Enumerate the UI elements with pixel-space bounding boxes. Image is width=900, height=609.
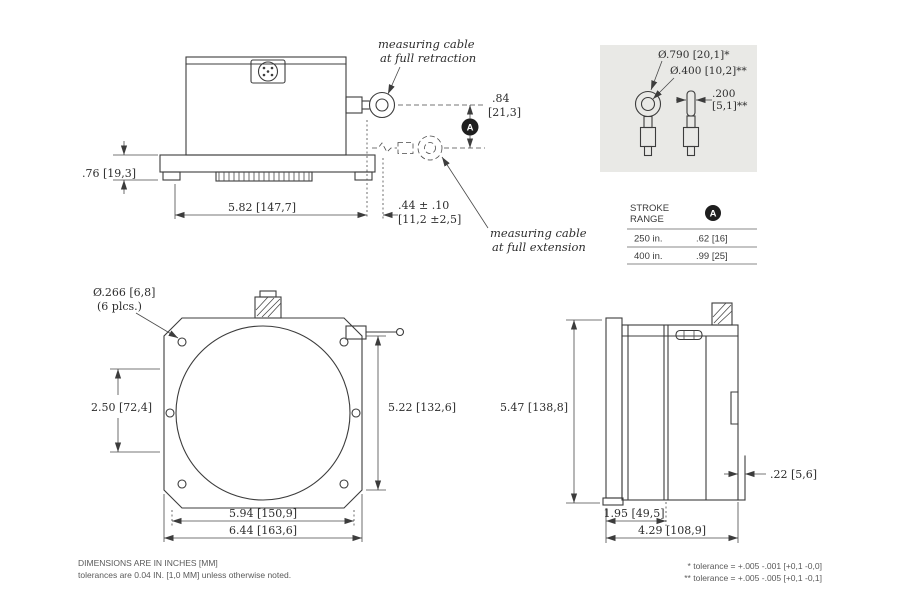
dim-eye-outer-label: Ø.790 [20,1]* <box>658 49 730 61</box>
right-side-view: 5.47 [138,8] .22 [5,6] 1.95 [49,5] 4.29 … <box>500 302 817 543</box>
table-header-stroke: STROKE <box>630 203 669 214</box>
dimension-cable-free-length: .44 ± .10 [11,2 ±2,5] <box>382 158 461 226</box>
footer-notes: DIMENSIONS ARE IN INCHES [MM] tolerances… <box>78 558 822 583</box>
dim-eye-width-mm: [5,1]** <box>712 100 748 112</box>
dim-cable-height-mm: [21,3] <box>488 106 521 119</box>
table-row-range: 250 in. <box>634 234 663 245</box>
electrical-connector-side <box>711 302 733 326</box>
front-view: Ø.266 [6,8] (6 plcs.) 2.50 [72,4] 5.22 [… <box>91 286 456 542</box>
dim-overall-height-label: 5.47 [138,8] <box>500 401 568 414</box>
stroke-range-table: STROKE RANGE A 250 in. .62 [16] 400 in. … <box>627 203 757 265</box>
cable-extended-phantom <box>372 135 443 161</box>
dim-holes-label: Ø.266 [6,8] <box>93 286 155 299</box>
dim-hole-spacing-h-label: 5.94 [150,9] <box>229 507 297 520</box>
annotation-extension: measuring cable at full extension <box>441 156 587 254</box>
table-row-range: 400 in. <box>634 251 663 262</box>
dimension-lip: .22 [5,6] <box>724 468 817 481</box>
star-tolerance-note: * tolerance = +.005 -.001 [+0,1 -0,0] <box>688 561 822 571</box>
dimension-overall-height: 5.47 [138,8] <box>500 319 602 504</box>
eye-end-front <box>634 90 662 157</box>
dim-cable-free-length-label: .44 ± .10 <box>398 199 449 212</box>
table-header-range: RANGE <box>630 214 664 225</box>
dimension-plate-depth: 1.95 [49,5] <box>603 502 667 543</box>
right-edge-notch <box>730 391 739 425</box>
eye-end-side <box>682 90 700 157</box>
mounting-flange <box>159 154 376 182</box>
dimension-hole-spacing-vertical: 2.50 [72,4] <box>91 368 160 453</box>
mounting-holes <box>165 337 361 489</box>
clip-detail <box>675 329 703 341</box>
transducer-body-outline <box>185 56 347 156</box>
dim-eye-width-label: .200 <box>712 88 735 100</box>
electrical-connector-top <box>254 290 282 319</box>
dimension-mounting-holes: Ø.266 [6,8] (6 plcs.) <box>93 286 179 339</box>
dimension-body-width: 5.82 [147,7] <box>174 120 368 219</box>
dim-holes-qty: (6 plcs.) <box>97 300 142 313</box>
dimension-plate-height: 5.22 [132,6] <box>366 335 456 491</box>
cable-end-detail-view: Ø.790 [20,1]* Ø.400 [10,2]** .200 [5,1]*… <box>600 45 757 172</box>
dimension-cable-height: .84 [21,3] A <box>398 92 521 149</box>
drum-cover-circle <box>175 325 351 501</box>
detail-panel-background <box>600 45 757 172</box>
cable-exit-and-eye-retracted <box>345 91 396 119</box>
annotation-extension-line2: at full extension <box>492 240 586 254</box>
annotation-retraction-line1: measuring cable <box>378 37 475 51</box>
dim-overall-width-label: 6.44 [163,6] <box>229 524 297 537</box>
electrical-connector <box>250 59 286 84</box>
datum-a-badge <box>705 205 721 221</box>
dim-plate-depth-label: 1.95 [49,5] <box>603 507 664 520</box>
datum-a-badge-label: A <box>467 123 474 134</box>
dim-eye-inner-label: Ø.400 [10,2]** <box>670 65 748 77</box>
housing-outline <box>621 324 739 501</box>
side-elevation-view: .76 [19,3] 5.82 [147,7] .44 ± .10 [11,2 … <box>82 37 587 254</box>
units-note: DIMENSIONS ARE IN INCHES [MM] <box>78 558 218 568</box>
dimension-flange-height: .76 [19,3] <box>82 141 158 194</box>
double-star-tolerance-note: ** tolerance = +.005 -.005 [+0,1 -0,1] <box>684 573 822 583</box>
dim-plate-height-label: 5.22 [132,6] <box>388 401 456 414</box>
annotation-retraction-line2: at full retraction <box>380 51 476 65</box>
cable-exit-fitting <box>345 325 405 340</box>
rear-bracket <box>737 455 746 501</box>
mounting-foot <box>602 497 624 506</box>
table-row-value: .62 [16] <box>696 234 728 245</box>
dim-hole-spacing-v-label: 2.50 [72,4] <box>91 401 152 414</box>
table-row-value: .99 [25] <box>696 251 728 262</box>
dim-cable-free-length-mm: [11,2 ±2,5] <box>398 213 461 226</box>
general-tolerance-note: tolerances are 0.04 IN. [1,0 MM] unless … <box>78 570 291 580</box>
dim-body-width-label: 5.82 [147,7] <box>228 201 296 214</box>
datum-a-badge <box>461 118 479 136</box>
dim-flange-height-label: .76 [19,3] <box>82 167 136 180</box>
dim-lip-label: .22 [5,6] <box>770 468 817 481</box>
datum-a-badge-label: A <box>710 209 717 220</box>
annotation-retraction: measuring cable at full retraction <box>378 37 476 95</box>
annotation-extension-line1: measuring cable <box>490 226 587 240</box>
detail-dimension-leaders <box>650 60 712 104</box>
mounting-plate-edge <box>605 317 623 499</box>
dim-cable-height-label: .84 <box>492 92 510 105</box>
dimension-overall-width: 6.44 [163,6] <box>163 494 363 542</box>
dim-overall-depth-label: 4.29 [108,9] <box>638 524 706 537</box>
mounting-plate-outline <box>163 317 363 509</box>
dimension-overall-depth: 4.29 [108,9] <box>606 502 739 543</box>
dimension-hole-spacing-horizontal: 5.94 [150,9] <box>171 507 355 526</box>
